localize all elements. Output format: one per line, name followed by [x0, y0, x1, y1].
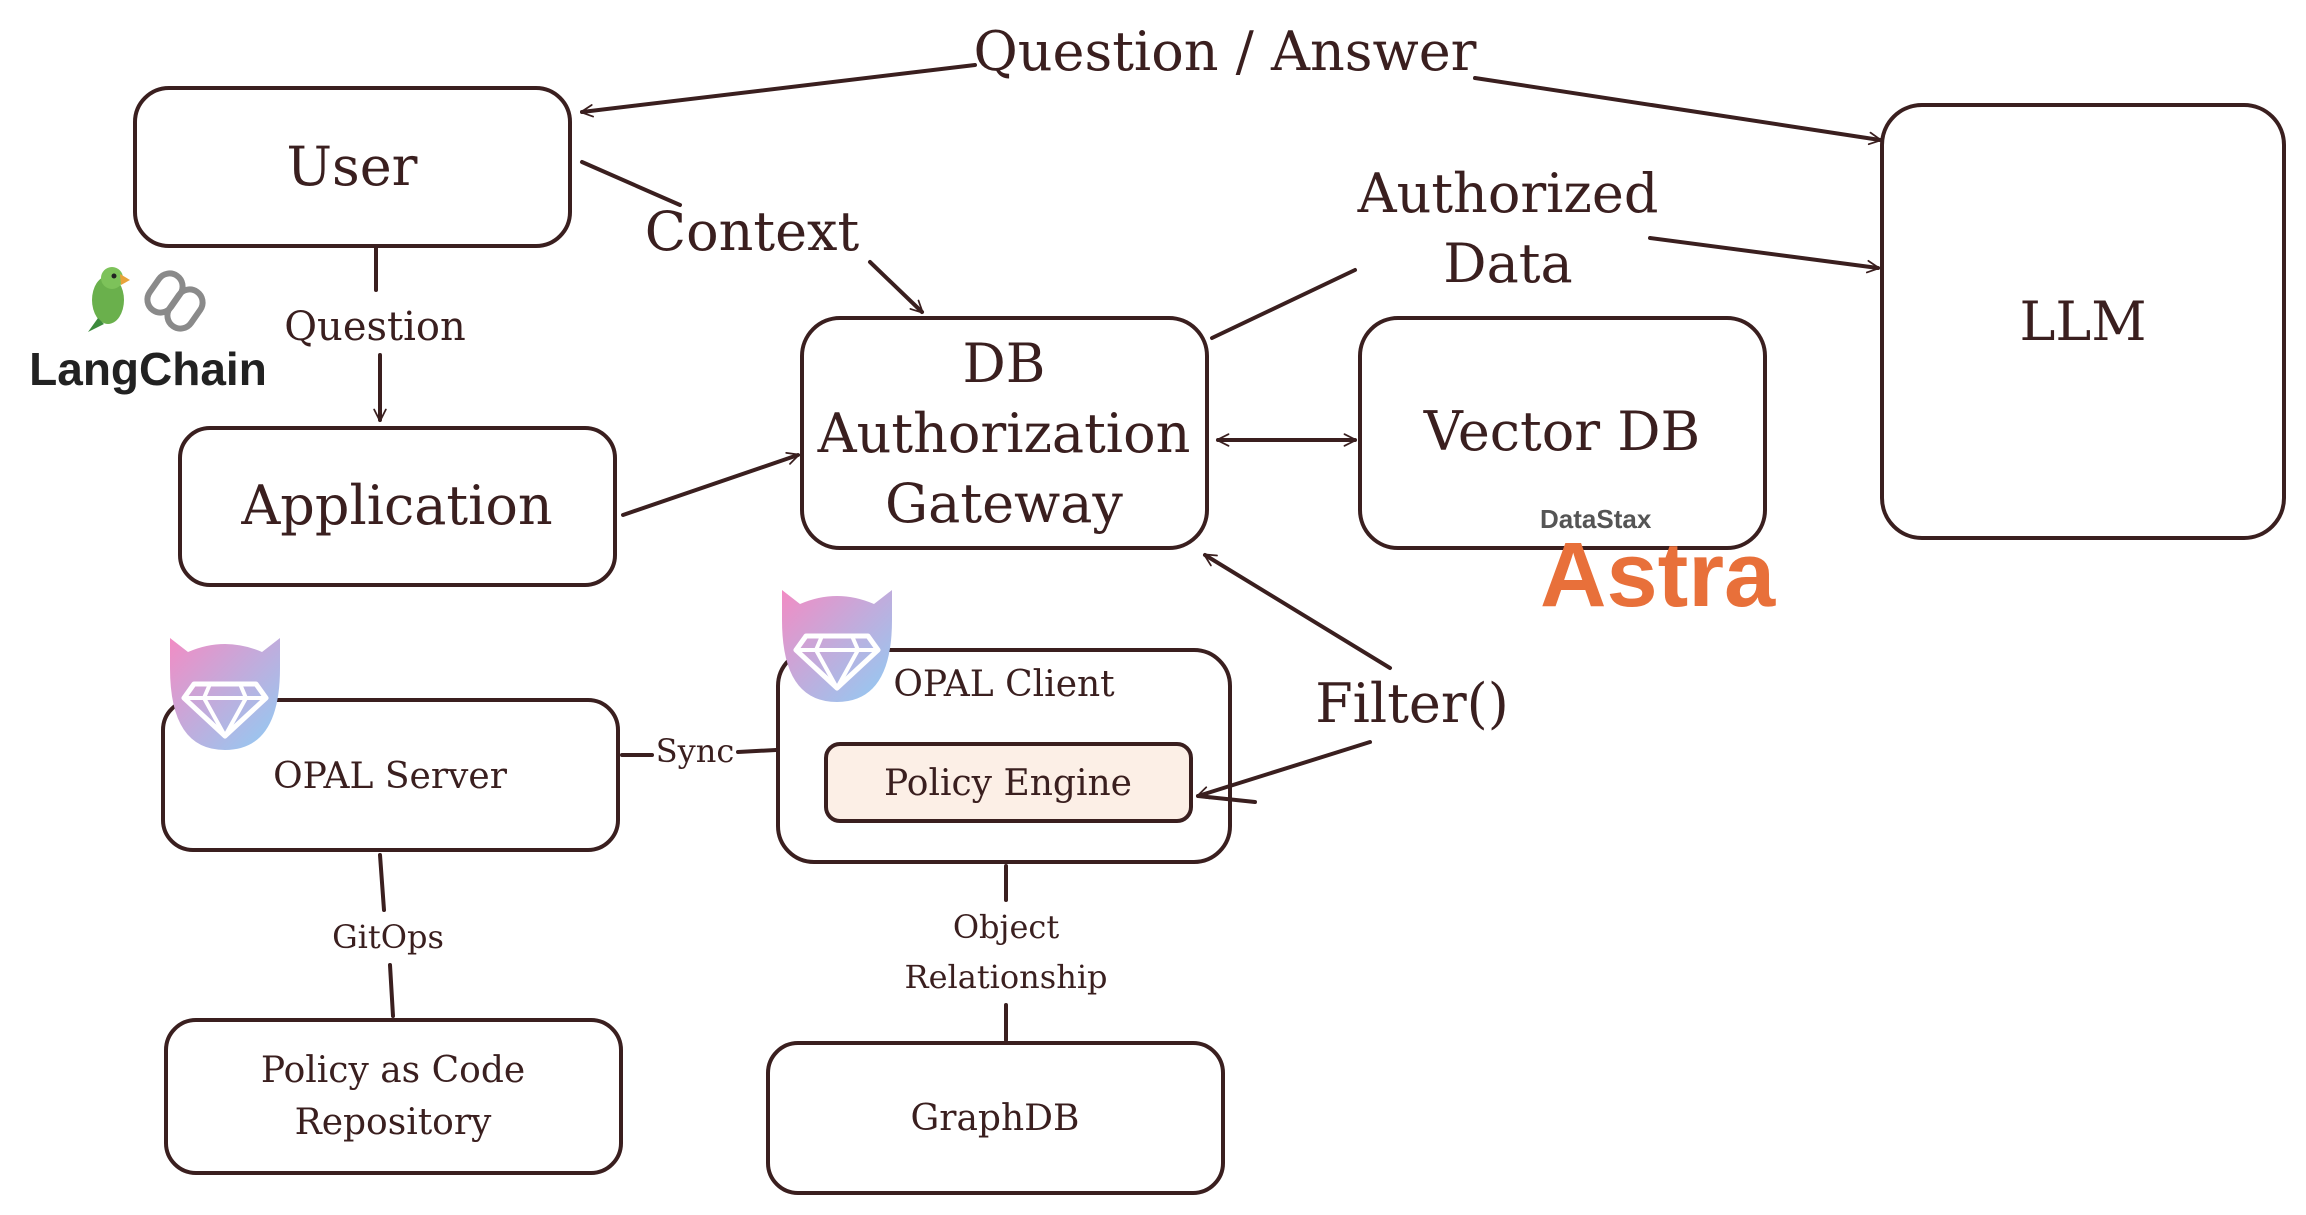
policy-engine-box: Policy Engine — [824, 742, 1193, 823]
langchain-wordmark: LangChain — [29, 343, 267, 395]
opal-server-box: OPAL Server — [161, 698, 620, 852]
edge-gitops-bottom — [388, 963, 395, 1018]
graphdb-box: GraphDB — [766, 1041, 1225, 1195]
edge-label-context: Context — [645, 200, 860, 263]
edge-gitops-top — [378, 853, 386, 912]
edge-context-top — [580, 160, 682, 207]
vector-db-box: Vector DB — [1358, 316, 1767, 550]
datastax-wordmark: DataStax — [1540, 504, 1652, 534]
llm-box: LLM — [1880, 103, 2286, 540]
gateway-label-line-2: Authorization — [817, 402, 1191, 465]
gateway-label-line-3: Gateway — [885, 472, 1123, 535]
edge-authorized-data-right — [1648, 236, 1881, 274]
edge-label-gitops: GitOps — [332, 918, 444, 956]
edge-label-authorized-data-line-2: Data — [1443, 232, 1572, 295]
edge-label-question-answer: Question / Answer — [974, 20, 1477, 83]
policy-repo-box: Policy as Code Repository — [164, 1018, 623, 1175]
user-box: User — [133, 86, 572, 248]
edge-application-gateway — [621, 452, 800, 517]
edge-label-object-relationship-line-2: Relationship — [904, 958, 1107, 996]
policy-engine-label: Policy Engine — [884, 763, 1132, 804]
opal-client-label: OPAL Client — [893, 664, 1115, 705]
astra-wordmark: Astra — [1540, 524, 1776, 626]
policy-repo-label-line-1: Policy as Code — [261, 1050, 525, 1091]
edge-question-answer-left — [579, 63, 977, 118]
user-label: User — [287, 135, 418, 198]
edge-label-authorized-data-line-1: Authorized — [1357, 162, 1659, 225]
edge-authorized-data-left — [1210, 268, 1357, 340]
application-box: Application — [178, 426, 617, 587]
parrot-icon — [88, 267, 130, 332]
opal-server-label: OPAL Server — [273, 756, 508, 797]
edge-label-question: Question — [284, 304, 465, 350]
edge-filter-to-policy-engine — [1196, 740, 1372, 800]
edge-label-sync: Sync — [656, 732, 735, 770]
edge-label-object-relationship-line-1: Object — [953, 908, 1060, 946]
edge-context-bottom — [868, 260, 924, 314]
opal-logo-server — [170, 638, 280, 750]
llm-label: LLM — [2019, 290, 2146, 353]
policy-repo-label-line-2: Repository — [295, 1102, 492, 1143]
edge-filter-to-gateway — [1203, 553, 1392, 670]
datastax-astra-logo: DataStax Astra — [1540, 504, 1776, 626]
edge-filter-tail — [1196, 794, 1257, 804]
opal-gem-icon — [782, 590, 892, 702]
application-label: Application — [240, 474, 552, 537]
edge-question-answer-right — [1473, 76, 1883, 146]
graphdb-label: GraphDB — [911, 1098, 1080, 1139]
chain-link-icon — [144, 270, 206, 332]
gateway-label-line-1: DB — [963, 332, 1046, 395]
opal-client-box: OPAL Client — [776, 648, 1232, 864]
gateway-box: DB Authorization Gateway — [800, 316, 1209, 550]
vector-db-label: Vector DB — [1423, 400, 1700, 463]
langchain-logo: LangChain — [29, 267, 267, 395]
edge-label-filter: Filter() — [1315, 672, 1509, 735]
edge-sync-right — [736, 748, 778, 754]
opal-logo-client — [782, 590, 892, 702]
opal-gem-icon — [170, 638, 280, 750]
